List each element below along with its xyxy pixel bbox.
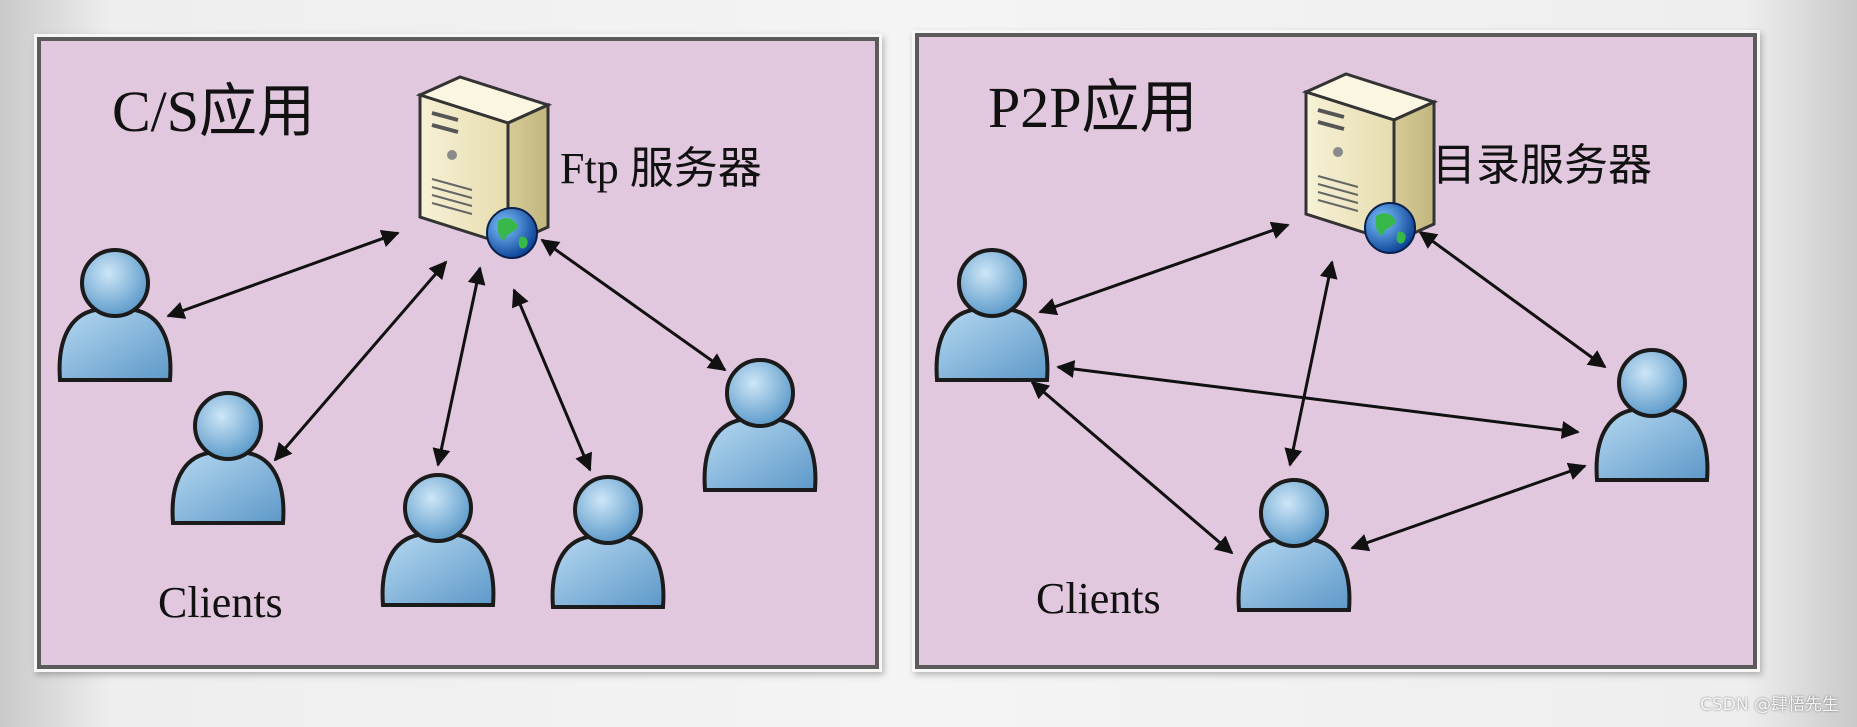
cs-link-4 — [512, 288, 592, 472]
cs-connections — [166, 230, 727, 472]
p2p-server-label: 目录服务器 — [1432, 141, 1652, 190]
p2p-link-6 — [1350, 462, 1587, 552]
cs-link-2 — [273, 260, 448, 462]
watermark: CSDN @肆悟先生 — [1700, 695, 1839, 715]
p2p-connections — [1030, 221, 1607, 555]
p2p-link-2 — [1284, 260, 1338, 467]
p2p-link-5 — [1030, 380, 1234, 555]
cs-link-3 — [432, 266, 486, 467]
p2p-link-3 — [1418, 230, 1607, 369]
p2p-title: P2P应用 — [988, 75, 1198, 140]
cs-link-5 — [540, 238, 727, 372]
cs-title: C/S应用 — [112, 79, 315, 144]
cs-clients-label: Clients — [158, 578, 283, 627]
p2p-clients-label: Clients — [1036, 574, 1161, 623]
cs-server-label: Ftp 服务器 — [560, 144, 762, 193]
p2p-link-4 — [1056, 360, 1580, 439]
cs-link-1 — [166, 230, 400, 319]
p2p-link-1 — [1038, 221, 1290, 316]
